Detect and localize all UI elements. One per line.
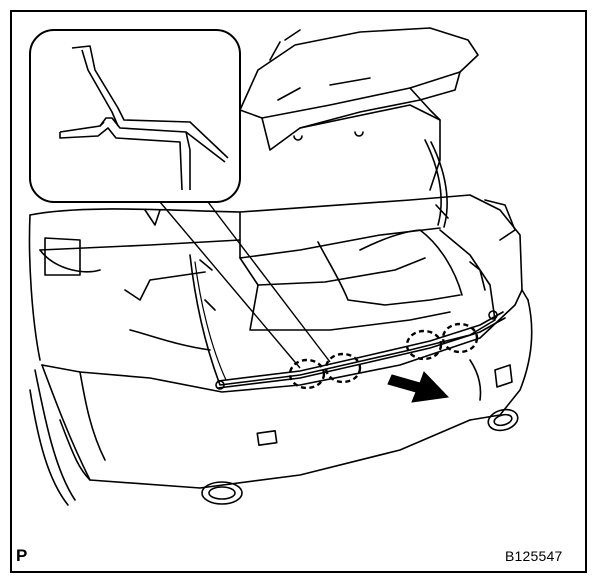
rear-bumper: [41, 289, 533, 489]
exhaust-right: [487, 408, 519, 432]
clip-location-3: [405, 329, 443, 361]
removal-direction-arrow: [387, 371, 450, 403]
callout-leaders: [159, 201, 331, 369]
clip-location-2: [324, 352, 362, 384]
exhaust-left: [201, 481, 243, 505]
trunk-weatherstrip: [215, 310, 506, 390]
rear-wheel-left: [29, 369, 76, 506]
trunk-opening: [189, 211, 496, 386]
clip-location-1: [288, 358, 326, 390]
lid-support-arm: [424, 139, 449, 228]
figure-code: B125547: [505, 548, 563, 564]
car-body: [28, 194, 523, 361]
view-label: P: [16, 546, 28, 565]
trunk-lid: [239, 27, 479, 191]
clip-location-4: [441, 322, 479, 354]
clip-locations: [288, 322, 479, 390]
detail-inset: [29, 29, 241, 203]
weatherstrip-cross-section: [59, 45, 229, 191]
